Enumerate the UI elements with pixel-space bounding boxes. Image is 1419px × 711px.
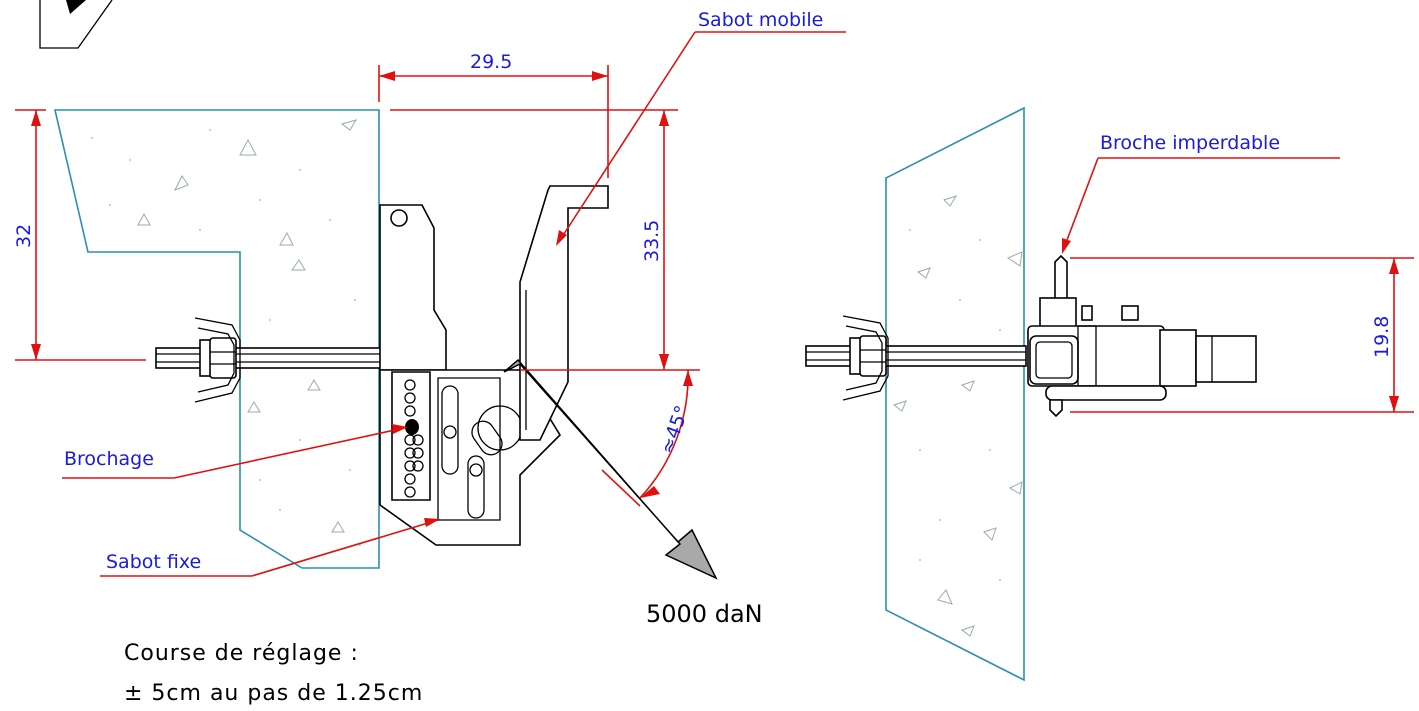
note-pas: ± 5cm au pas de 1.25cm [124,681,423,706]
load-arrow [503,358,718,580]
label-sabot-mobile: Sabot mobile [698,9,823,31]
threaded-rod-right [805,315,1027,401]
sabot-mobile-body [519,185,609,441]
dim-height-right: 19.8 [1371,316,1393,358]
bracket-right [1027,254,1257,418]
corner-stamp [39,0,113,49]
note-course: Course de réglage : [124,641,359,666]
label-broche-imperdable: Broche imperdable [1100,132,1280,154]
dim-width-top: 29.5 [470,51,512,73]
dim-height-mobile: 33.5 [641,220,663,262]
concrete-slab-right [885,106,1025,682]
dim-angle: ≈45° [656,403,694,457]
dimensions-left [15,65,700,507]
load-value: 5000 daN [646,600,763,628]
sabot-fixe-body [379,204,562,546]
dim-height-left: 32 [13,224,35,248]
label-brochage: Brochage [64,448,154,470]
dimensions-right [1062,157,1414,413]
leaders-left [62,31,846,577]
label-sabot-fixe: Sabot fixe [106,551,201,573]
threaded-rod-left [155,317,383,403]
concrete-slab-left [53,109,380,569]
